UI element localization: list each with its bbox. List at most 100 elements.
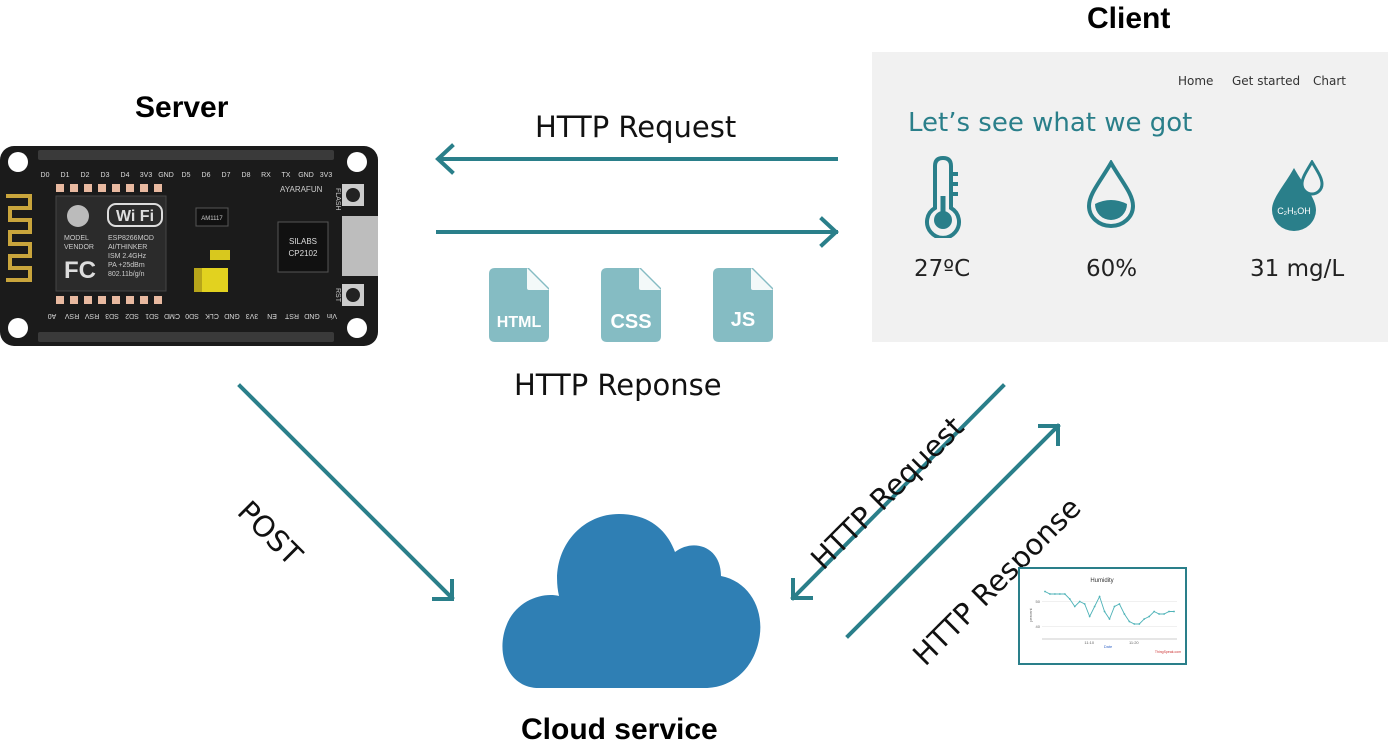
html-file-icon: HTML <box>489 268 549 342</box>
svg-text:Vin: Vin <box>327 312 337 319</box>
client-webpage: Home Get started Chart Let’s see what we… <box>872 52 1388 342</box>
server-title: Server <box>135 91 229 124</box>
arrow-server-to-client <box>436 216 839 248</box>
svg-text:D5: D5 <box>182 172 191 179</box>
svg-text:RST: RST <box>284 312 299 319</box>
svg-text:TX: TX <box>282 172 291 179</box>
rst-label: RST <box>334 288 341 303</box>
svg-text:GND: GND <box>158 172 174 179</box>
chart-point <box>1103 610 1106 613</box>
cloud-title: Cloud service <box>521 713 718 746</box>
top-response-label: HTTP Reponse <box>514 368 722 402</box>
chart-point <box>1083 603 1086 605</box>
svg-text:RSV: RSV <box>84 312 99 319</box>
client-title: Client <box>1087 2 1171 35</box>
regulator-label: AM1117 <box>201 216 223 222</box>
module-name: ESP8266MOD <box>108 235 154 242</box>
ethanol-value: 31 mg/L <box>1250 256 1345 282</box>
chart-point <box>1158 613 1161 615</box>
nav-get-started[interactable]: Get started <box>1232 74 1301 88</box>
chart-point <box>1108 618 1111 620</box>
usb-chip-line1: SILABS <box>289 237 317 246</box>
wifi-logo-text: Wi Fi <box>116 208 154 225</box>
chart-point <box>1168 610 1170 613</box>
svg-text:GND: GND <box>224 312 240 319</box>
svg-text:3V3: 3V3 <box>320 172 333 179</box>
chart-point <box>1049 593 1051 595</box>
chart-point <box>1058 593 1061 595</box>
chart-y-tick: 50 <box>1036 599 1041 604</box>
chart-x-tick: 11:20 <box>1129 640 1139 645</box>
svg-text:A0: A0 <box>48 312 57 319</box>
css-file-label: CSS <box>610 311 651 333</box>
svg-text:D4: D4 <box>121 172 130 179</box>
chart-point <box>1143 618 1146 620</box>
humidity-drop-icon <box>1086 160 1136 228</box>
molecule-label: C₂H₅OH <box>1277 206 1311 216</box>
chart-point <box>1153 610 1156 613</box>
svg-text:SD3: SD3 <box>105 312 119 319</box>
svg-text:SD2: SD2 <box>125 312 139 319</box>
chart-point <box>1098 595 1101 598</box>
module-band: ISM 2.4GHz <box>108 253 147 260</box>
chart-y-tick: 40 <box>1036 624 1041 629</box>
svg-text:D0: D0 <box>41 172 50 179</box>
svg-text:RX: RX <box>261 172 271 179</box>
thermometer-icon <box>925 156 961 238</box>
chart-ylabel: percent <box>1028 607 1033 621</box>
svg-text:SD0: SD0 <box>185 312 199 319</box>
nav-chart[interactable]: Chart <box>1313 74 1346 88</box>
chart-point <box>1128 620 1131 623</box>
chart-point <box>1068 598 1071 600</box>
chart-point <box>1133 623 1136 625</box>
brand-label: AYARAFUN <box>280 185 323 194</box>
humidity-value: 60% <box>1086 256 1138 282</box>
svg-text:D1: D1 <box>61 172 70 179</box>
chart-point <box>1118 603 1121 605</box>
arrow-post <box>237 383 455 601</box>
chart-point <box>1173 610 1175 613</box>
module-model: MODEL <box>64 235 89 242</box>
arrow-response-to-client <box>845 423 1061 639</box>
top-request-label: HTTP Request <box>535 110 737 144</box>
chart-point <box>1073 605 1076 608</box>
svg-text:EN: EN <box>267 312 277 319</box>
module-maker: AI/THINKER <box>108 244 147 251</box>
top-pin-labels: D0 D1 D2 D3 D4 3V3 GND D5 D6 D7 D8 RX TX… <box>41 172 333 179</box>
chart-point <box>1138 623 1141 625</box>
svg-text:CLK: CLK <box>205 312 219 319</box>
svg-text:RSV: RSV <box>64 312 79 319</box>
flash-label: FLASH <box>334 188 341 211</box>
chart-point <box>1113 605 1116 608</box>
html-file-label: HTML <box>497 314 542 331</box>
chart-point <box>1063 593 1066 595</box>
bottom-pin-labels: A0 RSV RSV SD3 SD2 SD1 CMD SD0 CLK GND 3… <box>48 312 337 319</box>
chart-point <box>1054 593 1056 595</box>
chart-point <box>1123 613 1126 615</box>
chart-xlabel: Date <box>1104 644 1113 649</box>
svg-text:3V3: 3V3 <box>246 312 259 319</box>
module-vendor: VENDOR <box>64 244 94 251</box>
svg-text:GND: GND <box>298 172 314 179</box>
svg-text:D2: D2 <box>81 172 90 179</box>
svg-text:D7: D7 <box>222 172 231 179</box>
esp8266-board: Wi Fi MODEL VENDOR ESP8266MOD AI/THINKER… <box>0 146 378 346</box>
chart-point <box>1163 613 1165 615</box>
chart-point <box>1148 615 1151 618</box>
chart-point <box>1078 600 1081 603</box>
chart-credit: ThingSpeak.com <box>1155 650 1181 654</box>
css-file-icon: CSS <box>601 268 661 342</box>
nav-home[interactable]: Home <box>1178 74 1214 88</box>
fc-logo: FC <box>64 257 96 284</box>
temperature-value: 27ºC <box>914 256 971 282</box>
svg-text:CMD: CMD <box>164 312 180 319</box>
chart-point <box>1093 605 1096 608</box>
svg-text:GND: GND <box>304 312 320 319</box>
module-power: PA +25dBm <box>108 262 145 269</box>
svg-text:D6: D6 <box>202 172 211 179</box>
arrow-client-to-server <box>435 143 838 175</box>
cloud-icon <box>502 514 761 688</box>
chart-point <box>1044 590 1046 593</box>
